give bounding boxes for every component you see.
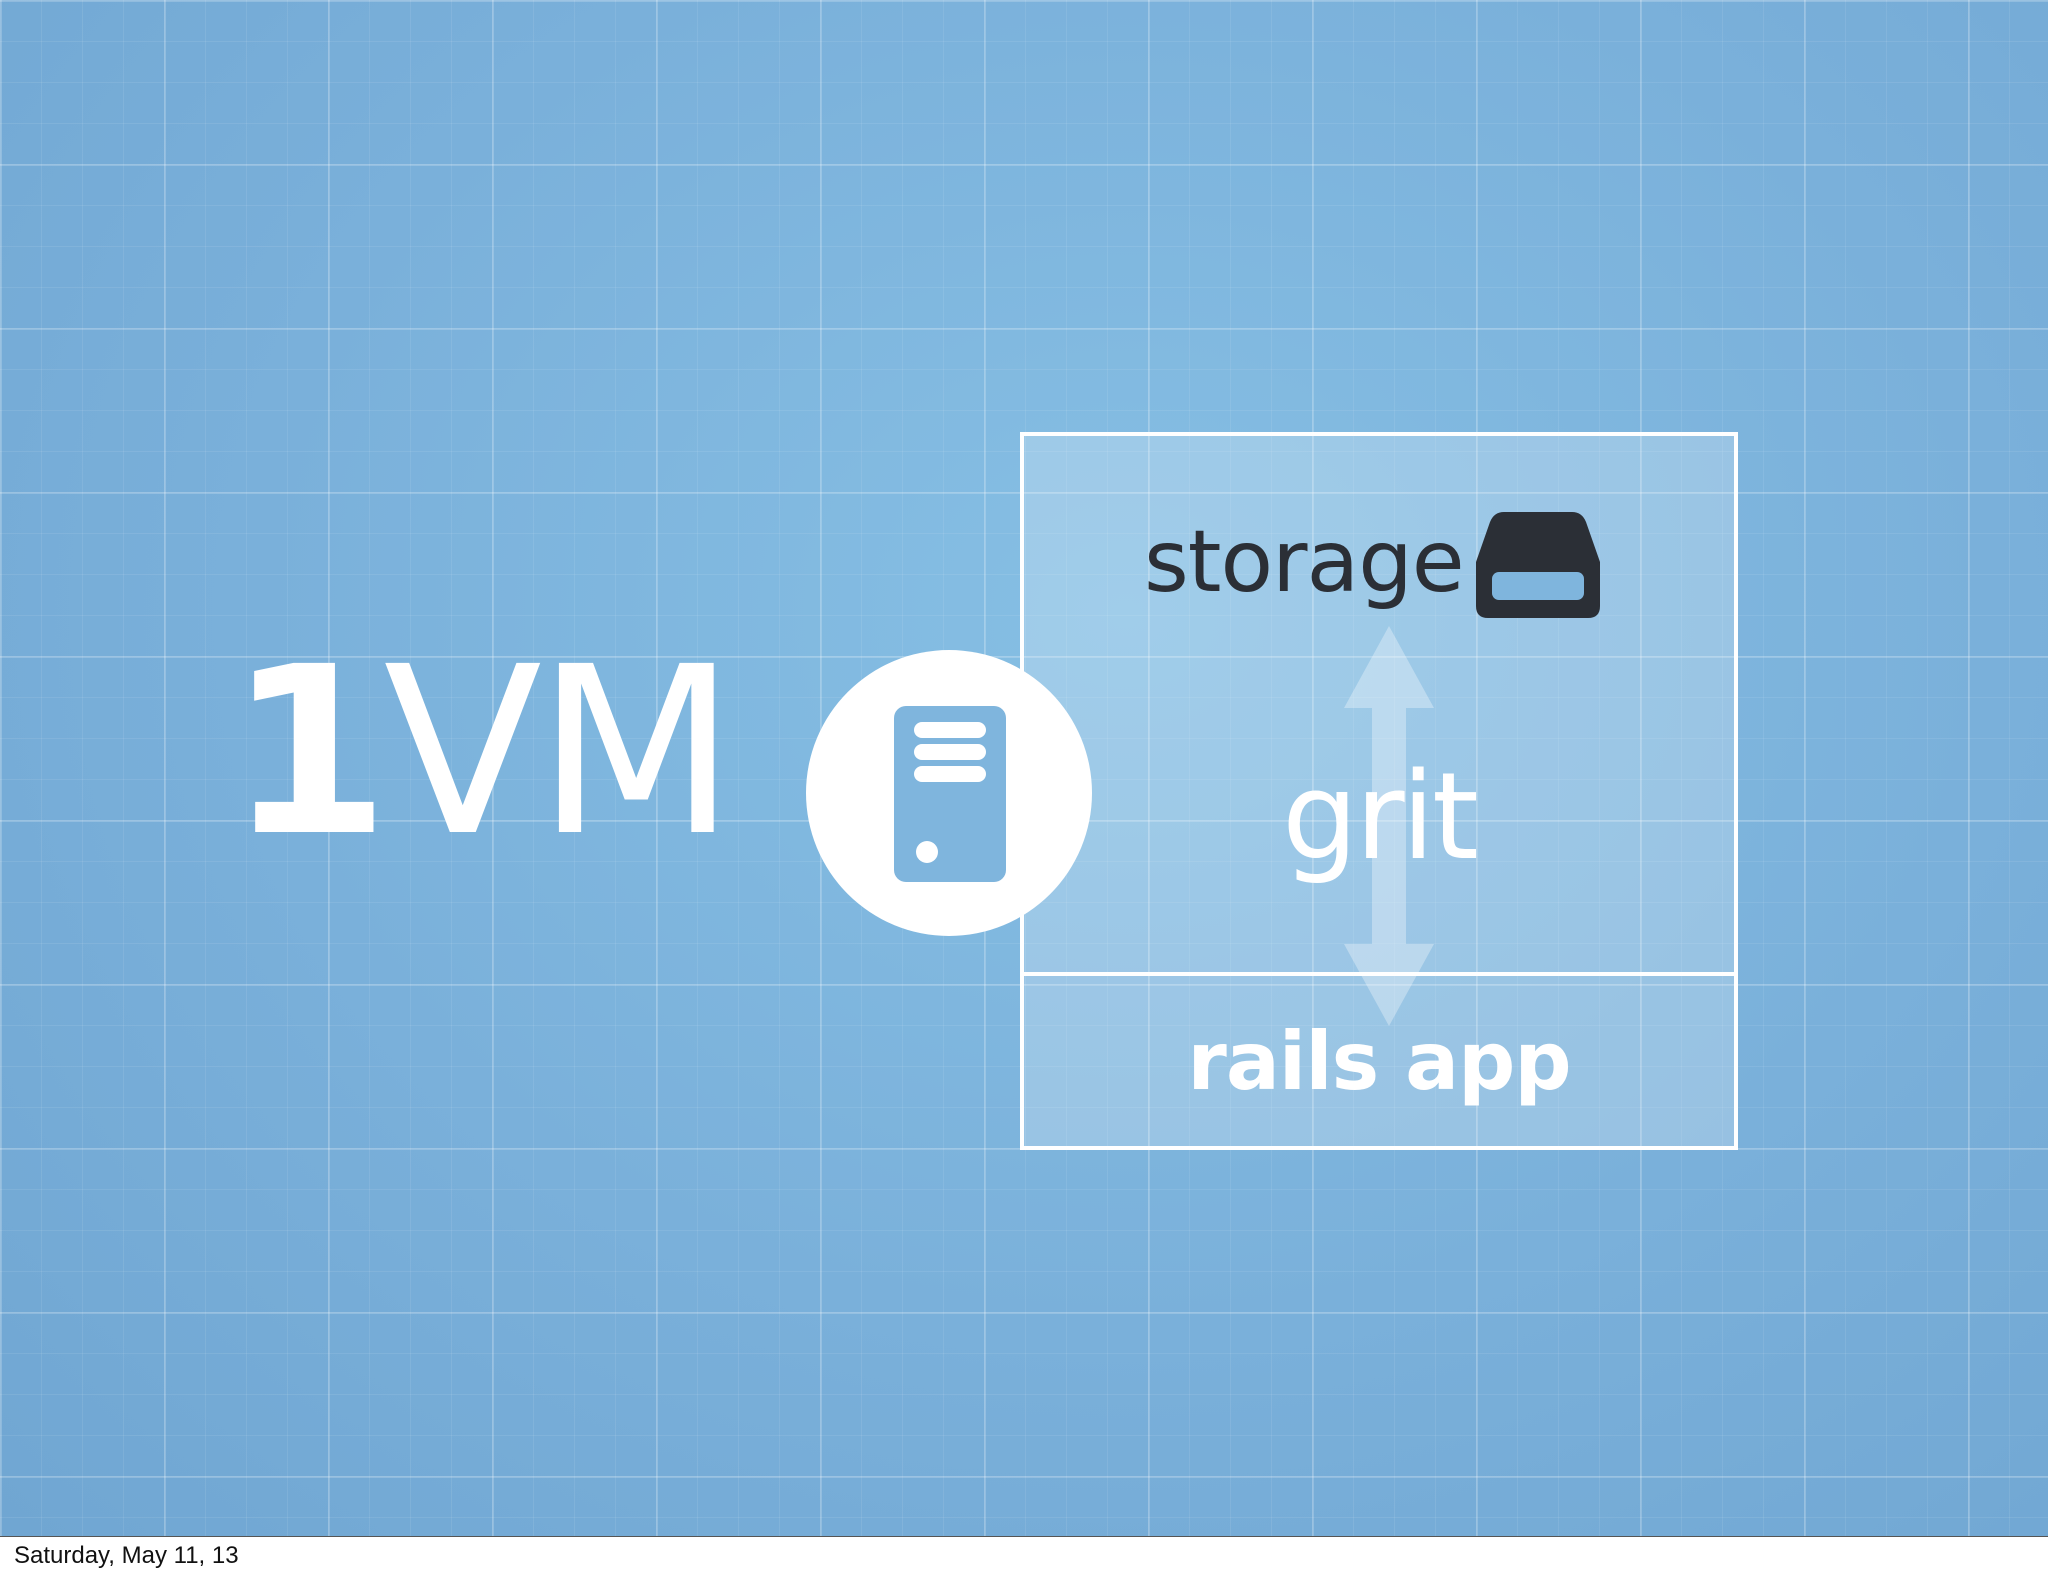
server-icon	[894, 706, 1006, 882]
headline: 1VM	[228, 632, 736, 872]
headline-number: 1	[228, 617, 389, 887]
divider	[1024, 972, 1734, 976]
headline-text: VM	[383, 617, 736, 887]
slide: 1VM storage grit rails app	[0, 0, 2048, 1536]
storage-label: storage	[1144, 512, 1465, 612]
grit-label: grit	[1282, 748, 1479, 887]
double-arrow-icon	[1344, 626, 1434, 1026]
rails-app-label: rails app	[1187, 1015, 1571, 1108]
drive-icon	[1476, 512, 1600, 618]
footer-divider	[0, 1536, 2048, 1537]
server-badge	[806, 650, 1092, 936]
footer-date: Saturday, May 11, 13	[14, 1542, 239, 1569]
vm-box: storage grit rails app	[1020, 432, 1738, 1150]
